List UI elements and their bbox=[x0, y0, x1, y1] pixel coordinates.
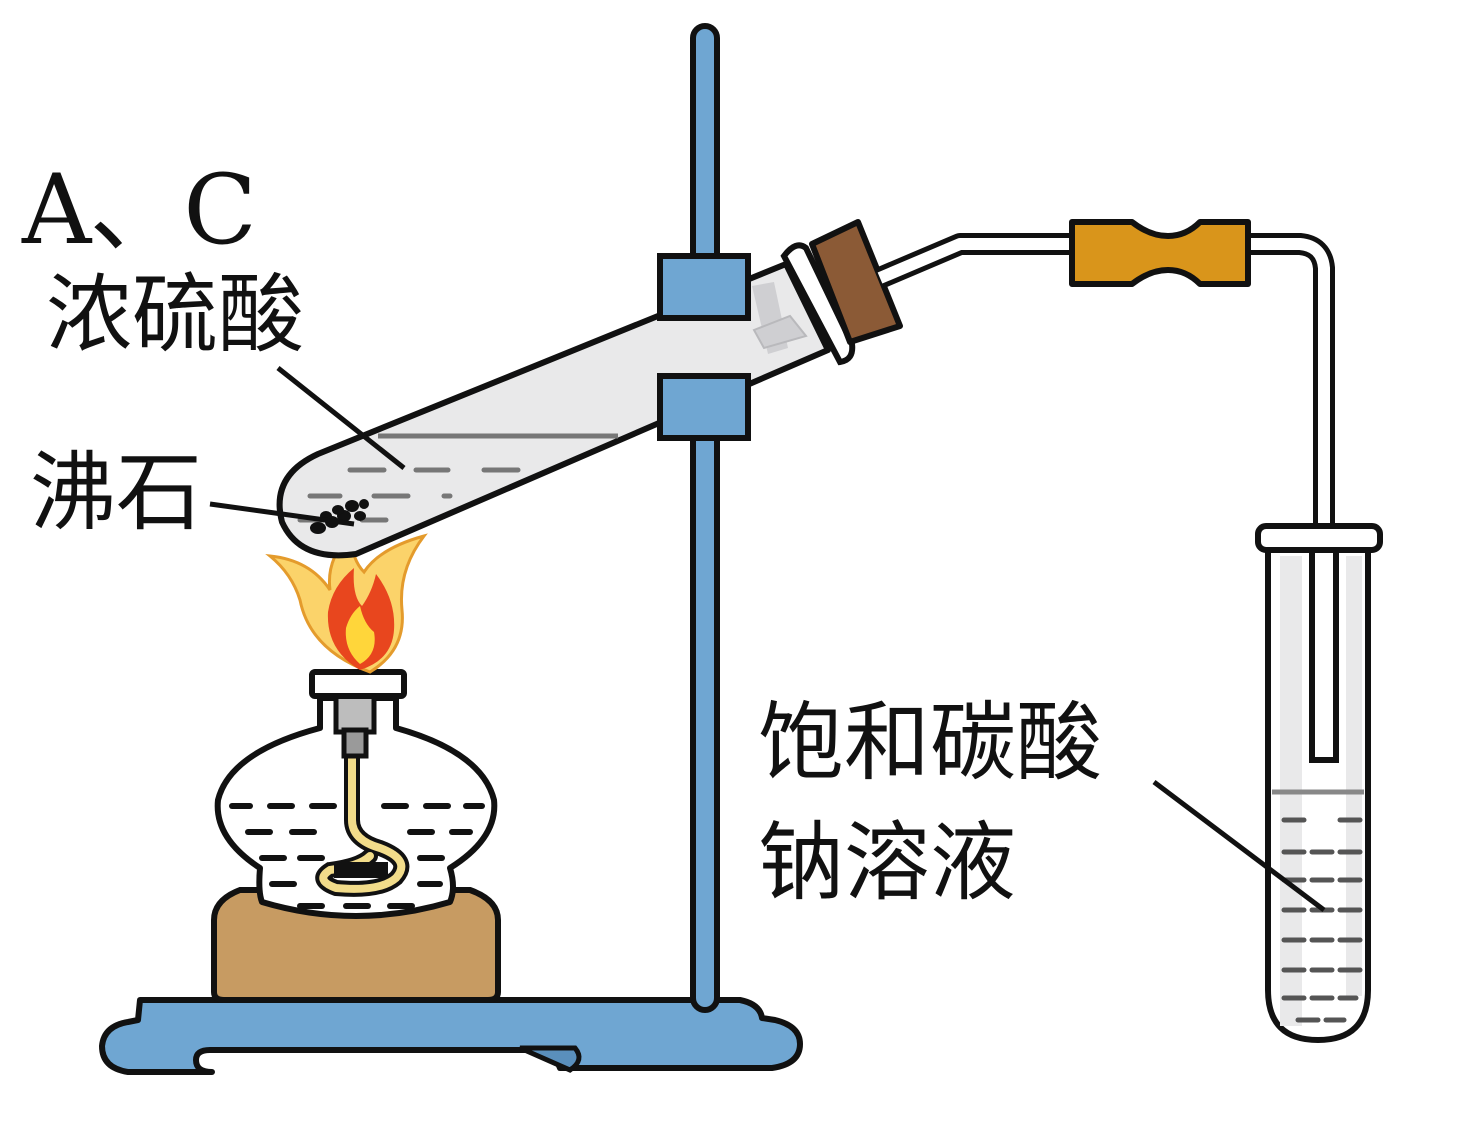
receiving-test-tube bbox=[1255, 523, 1383, 1044]
rubber-connector bbox=[1069, 219, 1251, 287]
option-letters-label: A、C bbox=[22, 154, 257, 266]
conc-sulfuric-acid-label: 浓硫酸 bbox=[46, 265, 304, 365]
upper-clamp bbox=[657, 253, 751, 321]
stone-leader-line bbox=[209, 501, 355, 527]
iron-stand-rod bbox=[690, 23, 720, 1013]
iron-stand-base bbox=[99, 997, 803, 1075]
lower-clamp bbox=[657, 373, 751, 441]
solution-leader-line bbox=[1152, 780, 1326, 912]
sodium-carbonate-label-line1: 饱和碳酸 bbox=[758, 693, 1102, 793]
delivery-tube bbox=[875, 233, 1335, 760]
acid-leader-line bbox=[276, 366, 406, 470]
rubber-stopper bbox=[809, 219, 903, 345]
reaction-test-tube bbox=[276, 242, 856, 559]
alcohol-lamp bbox=[211, 669, 501, 1003]
boiling-stone-label: 沸石 bbox=[30, 443, 202, 543]
sodium-carbonate-label-line2: 钠溶液 bbox=[758, 813, 1016, 913]
flame bbox=[265, 530, 428, 674]
